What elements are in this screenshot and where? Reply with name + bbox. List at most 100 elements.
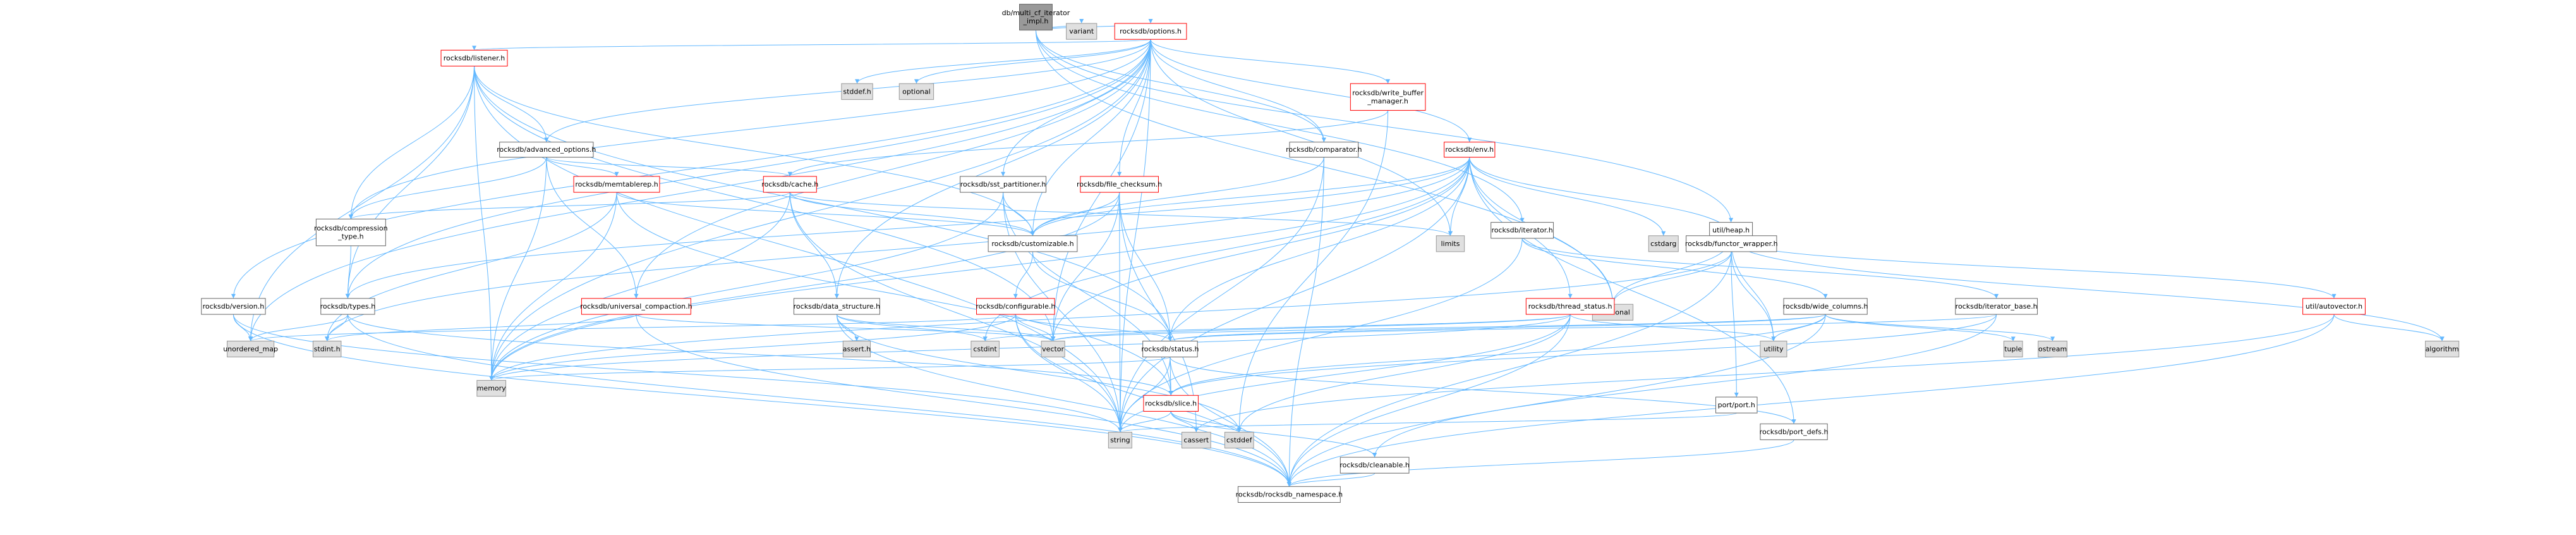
edge-thread_status-cstddef xyxy=(1238,314,1571,433)
node-unordered_map[interactable]: unordered_map xyxy=(223,340,278,358)
node-cstdint[interactable]: cstdint xyxy=(971,340,1000,358)
edge-wide_columns-vector xyxy=(1053,314,1826,341)
node-autovector[interactable]: util/autovector.h xyxy=(2302,298,2366,315)
edge-options-version xyxy=(233,39,1151,298)
node-box xyxy=(1760,423,1828,440)
edge-cache-customizable xyxy=(789,192,1034,236)
node-thread_status[interactable]: rocksdb/thread_status.h xyxy=(1525,298,1615,315)
node-box xyxy=(976,298,1055,315)
node-advanced[interactable]: rocksdb/advanced_options.h xyxy=(497,142,596,158)
node-algorithm[interactable]: algorithm xyxy=(2425,340,2460,358)
edge-types-slice xyxy=(347,314,1171,396)
node-cassert[interactable]: cassert xyxy=(1181,431,1211,449)
node-box xyxy=(1181,431,1211,449)
node-wide_columns[interactable]: rocksdb/wide_columns.h xyxy=(1783,298,1868,315)
node-iterator_base[interactable]: rocksdb/iterator_base.h xyxy=(1955,298,2038,315)
node-root[interactable]: db/multi_cf_iterator_impl.h xyxy=(1002,4,1070,31)
node-label: rocksdb/listener.h xyxy=(444,54,505,62)
node-tuple[interactable]: tuple xyxy=(2003,340,2023,358)
node-listener[interactable]: rocksdb/listener.h xyxy=(440,49,508,66)
node-data_structure[interactable]: rocksdb/data_structure.h xyxy=(794,298,881,315)
node-box xyxy=(573,176,660,193)
edge-slice-cleanable xyxy=(1170,411,1376,458)
edge-arrowhead xyxy=(2011,336,2016,341)
node-vector[interactable]: vector xyxy=(1041,340,1065,358)
node-universal[interactable]: rocksdb/universal_compaction.h xyxy=(580,298,692,315)
edge-advanced-cache xyxy=(546,157,790,177)
edge-wide_columns-tuple xyxy=(1825,314,2014,341)
edge-env-status xyxy=(1170,157,1470,341)
node-compression[interactable]: rocksdb/compression_type.h xyxy=(314,218,388,247)
edge-arrowhead xyxy=(1194,427,1199,433)
node-file_checksum[interactable]: rocksdb/file_checksum.h xyxy=(1077,176,1162,193)
edge-advanced-memory xyxy=(491,157,547,381)
node-cstdarg[interactable]: cstdarg xyxy=(1648,235,1679,252)
node-options[interactable]: rocksdb/options.h xyxy=(1114,23,1187,40)
edge-arrowhead xyxy=(348,214,353,219)
node-slice[interactable]: rocksdb/slice.h xyxy=(1143,395,1199,412)
node-ostream[interactable]: ostream xyxy=(2038,340,2067,358)
edge-arrowhead xyxy=(248,336,253,341)
edge-advanced-memtablerep xyxy=(546,157,617,177)
edge-listener-string xyxy=(474,66,1121,433)
edge-arrowhead xyxy=(1386,79,1391,84)
node-version[interactable]: rocksdb/version.h xyxy=(201,298,266,315)
edge-status-memory xyxy=(491,357,1171,381)
edge-arrowhead xyxy=(1823,293,1828,298)
node-wbm[interactable]: rocksdb/write_buffer_manager.h xyxy=(1350,83,1426,111)
edge-env-memory xyxy=(491,157,1470,381)
node-port[interactable]: port/port.h xyxy=(1715,397,1758,414)
node-cleanable[interactable]: rocksdb/cleanable.h xyxy=(1339,457,1410,474)
node-cstddef[interactable]: cstddef xyxy=(1224,431,1254,449)
node-box xyxy=(2425,340,2460,358)
node-box xyxy=(841,83,873,100)
node-variant[interactable]: variant xyxy=(1066,23,1098,40)
node-label: rocksdb/version.h xyxy=(203,302,265,311)
node-string[interactable]: string xyxy=(1108,431,1132,449)
node-box xyxy=(1715,397,1758,414)
edge-env-functor xyxy=(1469,157,1732,236)
edges xyxy=(231,19,2445,487)
node-comparator[interactable]: rocksdb/comparator.h xyxy=(1286,142,1362,158)
edge-arrowhead xyxy=(1001,171,1006,176)
edge-advanced-universal xyxy=(546,157,637,298)
edge-listener-unordered_map xyxy=(250,66,475,341)
node-optional[interactable]: optional xyxy=(898,83,934,100)
node-iterator[interactable]: rocksdb/iterator.h xyxy=(1491,222,1554,239)
node-assert[interactable]: assert.h xyxy=(843,340,871,358)
node-stdint[interactable]: stdint.h xyxy=(312,340,342,358)
edge-listener-compression xyxy=(350,66,475,219)
edge-cache-memory xyxy=(491,192,790,381)
node-label: cstddef xyxy=(1226,436,1253,445)
edge-wbm-cstddef xyxy=(1238,110,1389,433)
node-status[interactable]: rocksdb/status.h xyxy=(1141,340,1199,358)
node-configurable[interactable]: rocksdb/configurable.h xyxy=(976,298,1055,315)
node-utility[interactable]: utility xyxy=(1760,340,1787,358)
edge-arrowhead xyxy=(614,171,619,176)
node-port_defs[interactable]: rocksdb/port_defs.h xyxy=(1760,423,1829,440)
node-cache[interactable]: rocksdb/cache.h xyxy=(761,176,818,193)
node-types[interactable]: rocksdb/types.h xyxy=(320,298,376,315)
edge-slice-cstddef xyxy=(1170,411,1240,433)
edge-file_checksum-status xyxy=(1119,192,1171,341)
node-stddef[interactable]: stddef.h xyxy=(841,83,873,100)
node-memtablerep[interactable]: rocksdb/memtablerep.h xyxy=(573,176,660,193)
edge-cache-string xyxy=(789,192,1121,433)
node-label: cstdint xyxy=(973,345,997,353)
node-customizable[interactable]: rocksdb/customizable.h xyxy=(988,235,1078,252)
node-limits[interactable]: limits xyxy=(1436,235,1465,252)
node-functor[interactable]: rocksdb/functor_wrapper.h xyxy=(1685,235,1778,252)
edge-arrowhead xyxy=(1237,427,1242,433)
node-namespace[interactable]: rocksdb/rocksdb_namespace.h xyxy=(1236,486,1343,503)
node-env[interactable]: rocksdb/env.h xyxy=(1444,142,1496,158)
edge-options-optional xyxy=(916,39,1151,84)
node-box xyxy=(2038,340,2067,358)
edge-arrowhead xyxy=(1013,293,1018,298)
node-sst_part[interactable]: rocksdb/sst_partitioner.h xyxy=(960,176,1047,193)
node-label: ostream xyxy=(2038,345,2067,353)
edge-options-string xyxy=(1120,39,1151,433)
node-label: util/heap.h xyxy=(1712,226,1750,235)
edge-thread_status-cstdint xyxy=(984,314,1571,341)
node-memory[interactable]: memory xyxy=(476,379,506,397)
